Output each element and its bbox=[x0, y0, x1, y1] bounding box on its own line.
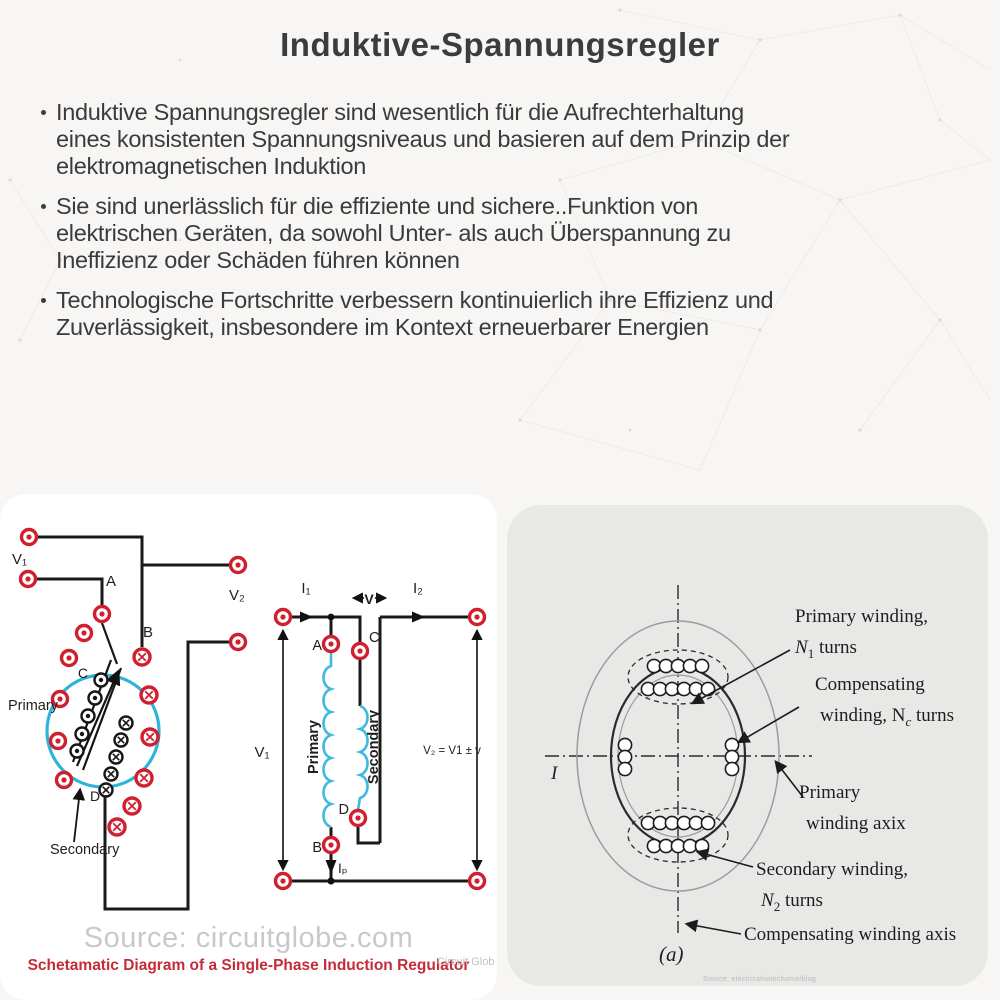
tiny-source-text: Source: electricalnotechome/blog bbox=[703, 976, 817, 983]
bullet-line: elektrischen Geräten, da sowohl Unter- a… bbox=[56, 220, 731, 246]
label-circuit-v1: V₁ bbox=[254, 744, 269, 761]
junction-dot-top bbox=[327, 613, 335, 621]
nc-subscript: c bbox=[905, 713, 912, 729]
bullet-line: Ineffizienz oder Schäden führen können bbox=[56, 247, 460, 273]
junction-dot-bottom bbox=[327, 877, 335, 885]
right-figure-winding-cross-section: I Primary winding, N1 turns Compensating… bbox=[507, 505, 988, 986]
figure-caption: Schetamatic Diagram of a Single-Phase In… bbox=[27, 957, 470, 974]
circuit-terminal-d bbox=[348, 808, 368, 828]
winding-conductors bbox=[617, 658, 740, 854]
label-primary-axis: Primary winding axix bbox=[799, 777, 906, 839]
label-c: C bbox=[78, 665, 88, 681]
axis-centerlines bbox=[545, 585, 812, 933]
label-b: B bbox=[143, 624, 153, 641]
label-circuit-a: A bbox=[312, 638, 322, 654]
label-v: V bbox=[364, 591, 374, 607]
bullet-list: Induktive Spannungsregler sind wesentlic… bbox=[40, 99, 965, 354]
label-compensating-line2: winding, Nc turns bbox=[815, 700, 954, 737]
label-primary-winding: Primary winding, N1 turns bbox=[795, 601, 928, 669]
terminal-v2-bottom bbox=[228, 632, 248, 652]
stator-wires bbox=[36, 535, 230, 911]
label-primary-axis-line2: winding axix bbox=[806, 813, 906, 834]
bullet-dot bbox=[41, 298, 46, 303]
label-circuit-b: B bbox=[312, 840, 322, 856]
label-secondary-line1: Secondary winding, bbox=[756, 859, 908, 880]
bullet-line: Induktive Spannungsregler sind wesentlic… bbox=[56, 99, 744, 125]
label-primary-winding-line1: Primary winding, bbox=[795, 606, 928, 627]
page-title: Induktive-Spannungsregler bbox=[280, 26, 720, 63]
compensating-outline-bottom bbox=[627, 807, 729, 863]
label-secondary-winding: Secondary winding, N2 turns bbox=[756, 854, 908, 922]
circuit-terminal-out-bottom bbox=[467, 871, 487, 891]
nc-suffix: turns bbox=[911, 705, 955, 726]
n2-subscript: 2 bbox=[773, 898, 781, 914]
circuit-terminal-b bbox=[321, 835, 341, 855]
label-i1: I₁ bbox=[301, 580, 310, 597]
terminal-v1-top bbox=[19, 527, 39, 547]
label-primary-vertical: Primary bbox=[306, 720, 322, 774]
ip-arrow bbox=[325, 860, 337, 874]
label-compensating-axis: Compensating winding axis bbox=[744, 924, 957, 945]
bullet-dot bbox=[41, 110, 46, 115]
label-v2: V₂ bbox=[229, 587, 245, 604]
bullet-dot bbox=[41, 204, 46, 209]
n1-suffix: turns bbox=[814, 637, 857, 658]
left-figure-svg: V₁ V₂ A B C D Primary Secondary bbox=[8, 527, 487, 911]
label-a: A bbox=[106, 573, 116, 590]
secondary-pointer-arrow bbox=[72, 787, 86, 843]
circuit-terminal-in-bottom bbox=[273, 871, 293, 891]
bullet-item-3: Technologische Fortschritte verbessern k… bbox=[40, 287, 965, 341]
bullet-line: eines konsistenten Spannungsniveaus und … bbox=[56, 126, 790, 152]
nc-prefix: winding, N bbox=[820, 705, 906, 726]
bullet-item-1: Induktive Spannungsregler sind wesentlic… bbox=[40, 99, 965, 180]
bullet-line: Zuverlässigkeit, insbesondere im Kontext… bbox=[56, 314, 709, 340]
right-figure-svg: I bbox=[545, 585, 812, 935]
subfigure-label-a: (a) bbox=[659, 942, 684, 966]
label-i2: I₂ bbox=[413, 580, 423, 597]
label-primary-axis-line1: Primary bbox=[799, 782, 861, 803]
bullet-line: Sie sind unerlässlich für die effiziente… bbox=[56, 193, 699, 219]
terminal-v1-bottom bbox=[18, 569, 38, 589]
circuit-terminal-out-top bbox=[467, 607, 487, 627]
n1-subscript: 1 bbox=[807, 645, 815, 661]
n1-symbol: N bbox=[795, 637, 808, 658]
n2-suffix: turns bbox=[780, 890, 823, 911]
label-primary: Primary bbox=[8, 698, 59, 714]
i1-arrow bbox=[300, 611, 313, 623]
label-circuit-d: D bbox=[339, 802, 349, 818]
bullet-line: Technologische Fortschritte verbessern k… bbox=[56, 287, 774, 313]
circuit-terminal-a bbox=[321, 634, 341, 654]
secondary-coil bbox=[355, 704, 369, 811]
n2-symbol: N bbox=[761, 890, 774, 911]
label-ip: Iₚ bbox=[338, 861, 348, 876]
rotor-feed-line bbox=[100, 622, 119, 665]
circuit-terminal-c bbox=[350, 641, 370, 661]
watermark-source: Source: circuitglobe.com bbox=[83, 922, 414, 954]
left-figure-induction-regulator-schematic: V₁ V₂ A B C D Primary Secondary bbox=[0, 494, 497, 1000]
stator-outer-circle bbox=[576, 620, 780, 892]
label-circuit-c: C bbox=[369, 630, 379, 646]
label-compensating-line1: Compensating bbox=[815, 674, 925, 695]
label-v2-equation: V₂ = V1 ± v bbox=[423, 745, 481, 757]
compensating-outline-top bbox=[627, 649, 729, 705]
brand-watermark: Circuit Glob bbox=[437, 956, 495, 968]
label-v1: V₁ bbox=[12, 551, 27, 568]
rotor-conductors-dot bbox=[69, 672, 109, 759]
bullet-line: elektromagnetischen Induktion bbox=[56, 153, 367, 179]
leader-lines bbox=[684, 649, 804, 935]
label-secondary-vertical: Secondary bbox=[366, 710, 382, 784]
terminal-v2-top bbox=[228, 555, 248, 575]
circuit-terminal-in-top bbox=[273, 607, 293, 627]
bullet-item-2: Sie sind unerlässlich für die effiziente… bbox=[40, 193, 965, 274]
label-d: D bbox=[90, 788, 100, 804]
label-compensating-winding: Compensating winding, Nc turns bbox=[815, 669, 954, 737]
label-secondary-line2: N2 turns bbox=[756, 885, 908, 922]
i2-arrow bbox=[412, 611, 425, 623]
label-secondary: Secondary bbox=[50, 842, 120, 858]
label-primary-winding-line2: N1 turns bbox=[795, 632, 928, 669]
primary-coil bbox=[322, 652, 336, 829]
label-current-i: I bbox=[550, 763, 559, 784]
